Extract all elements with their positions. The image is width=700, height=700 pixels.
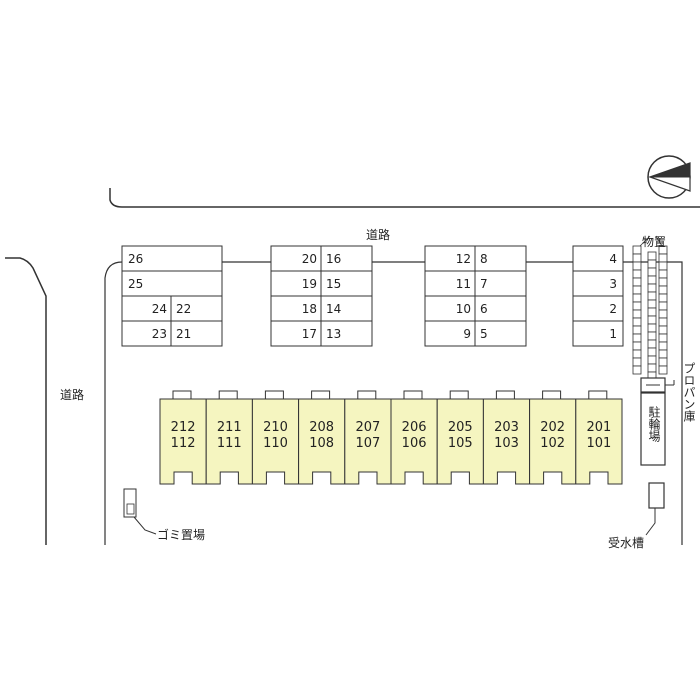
parking-slot: 5 xyxy=(480,326,488,341)
parking-slot: 8 xyxy=(480,251,488,266)
water-tank-label: 受水槽 xyxy=(608,536,645,550)
unit-number-lower: 101 xyxy=(586,436,612,451)
parking-slot: 1 xyxy=(609,326,617,341)
unit-number-upper: 205 xyxy=(447,420,473,435)
bicycle-parking-label: 駐輪場 xyxy=(647,406,661,442)
unit-number-upper: 210 xyxy=(263,420,288,435)
parking-slot: 26 xyxy=(128,251,144,266)
unit-number-lower: 102 xyxy=(540,436,566,451)
water-tank xyxy=(648,482,665,509)
parking-slot: 9 xyxy=(463,326,471,341)
unit-number-lower: 112 xyxy=(170,436,196,451)
unit-number-upper: 212 xyxy=(170,420,196,435)
parking-slot: 14 xyxy=(326,301,342,316)
parking-slot: 15 xyxy=(326,276,342,291)
unit-number-upper: 208 xyxy=(309,420,335,435)
unit-number-lower: 105 xyxy=(447,436,473,451)
parking-slot: 20 xyxy=(301,251,317,266)
parking-slot: 22 xyxy=(176,301,192,316)
propane-label: プロパン庫 xyxy=(682,362,696,422)
parking-slot: 24 xyxy=(151,301,167,316)
parking-slot: 2 xyxy=(609,301,617,316)
parking-slot: 3 xyxy=(609,276,617,291)
unit-number-upper: 211 xyxy=(216,420,242,435)
unit-number-lower: 108 xyxy=(309,436,335,451)
parking-slot: 7 xyxy=(480,276,488,291)
garbage-label: ゴミ置場 xyxy=(157,528,206,542)
parking-block-a xyxy=(121,245,223,347)
parking-block-b xyxy=(270,245,373,347)
parking-slot: 23 xyxy=(151,326,167,341)
unit-number-upper: 206 xyxy=(401,420,427,435)
unit-number-upper: 202 xyxy=(540,420,566,435)
parking-slot: 25 xyxy=(128,276,144,291)
apartment-unit xyxy=(436,390,484,485)
storage-sheds xyxy=(632,235,668,381)
unit-number-lower: 110 xyxy=(263,436,288,451)
storage-label: 物置 xyxy=(642,235,667,249)
apartment-building xyxy=(159,390,623,485)
parking-slot: 6 xyxy=(480,301,488,316)
parking-slot: 13 xyxy=(326,326,342,341)
parking-area xyxy=(121,245,624,347)
unit-number-lower: 107 xyxy=(355,436,381,451)
bicycle-parking xyxy=(640,392,666,466)
parking-block-c xyxy=(424,245,527,347)
unit-number-lower: 111 xyxy=(216,436,242,451)
parking-slot: 4 xyxy=(609,251,617,266)
road-label-left: 道路 xyxy=(60,388,85,402)
unit-number-lower: 103 xyxy=(494,436,519,451)
unit-number-upper: 207 xyxy=(355,420,381,435)
parking-slot: 12 xyxy=(455,251,471,266)
parking-slot: 19 xyxy=(301,276,317,291)
parking-slot: 10 xyxy=(455,301,471,316)
parking-slot: 21 xyxy=(176,326,192,341)
parking-slot: 18 xyxy=(301,301,317,316)
apartment-unit xyxy=(575,390,623,485)
parking-slot: 16 xyxy=(326,251,342,266)
unit-number-lower: 106 xyxy=(401,436,427,451)
unit-number-upper: 203 xyxy=(494,420,519,435)
parking-block-d xyxy=(572,245,624,347)
road-label-top: 道路 xyxy=(366,228,391,242)
parking-slot: 11 xyxy=(455,276,471,291)
north-arrow-icon xyxy=(647,155,691,199)
unit-number-upper: 201 xyxy=(586,420,612,435)
road-top-edge xyxy=(109,188,700,208)
road-left-edge xyxy=(5,257,47,545)
parking-slot: 17 xyxy=(301,326,317,341)
